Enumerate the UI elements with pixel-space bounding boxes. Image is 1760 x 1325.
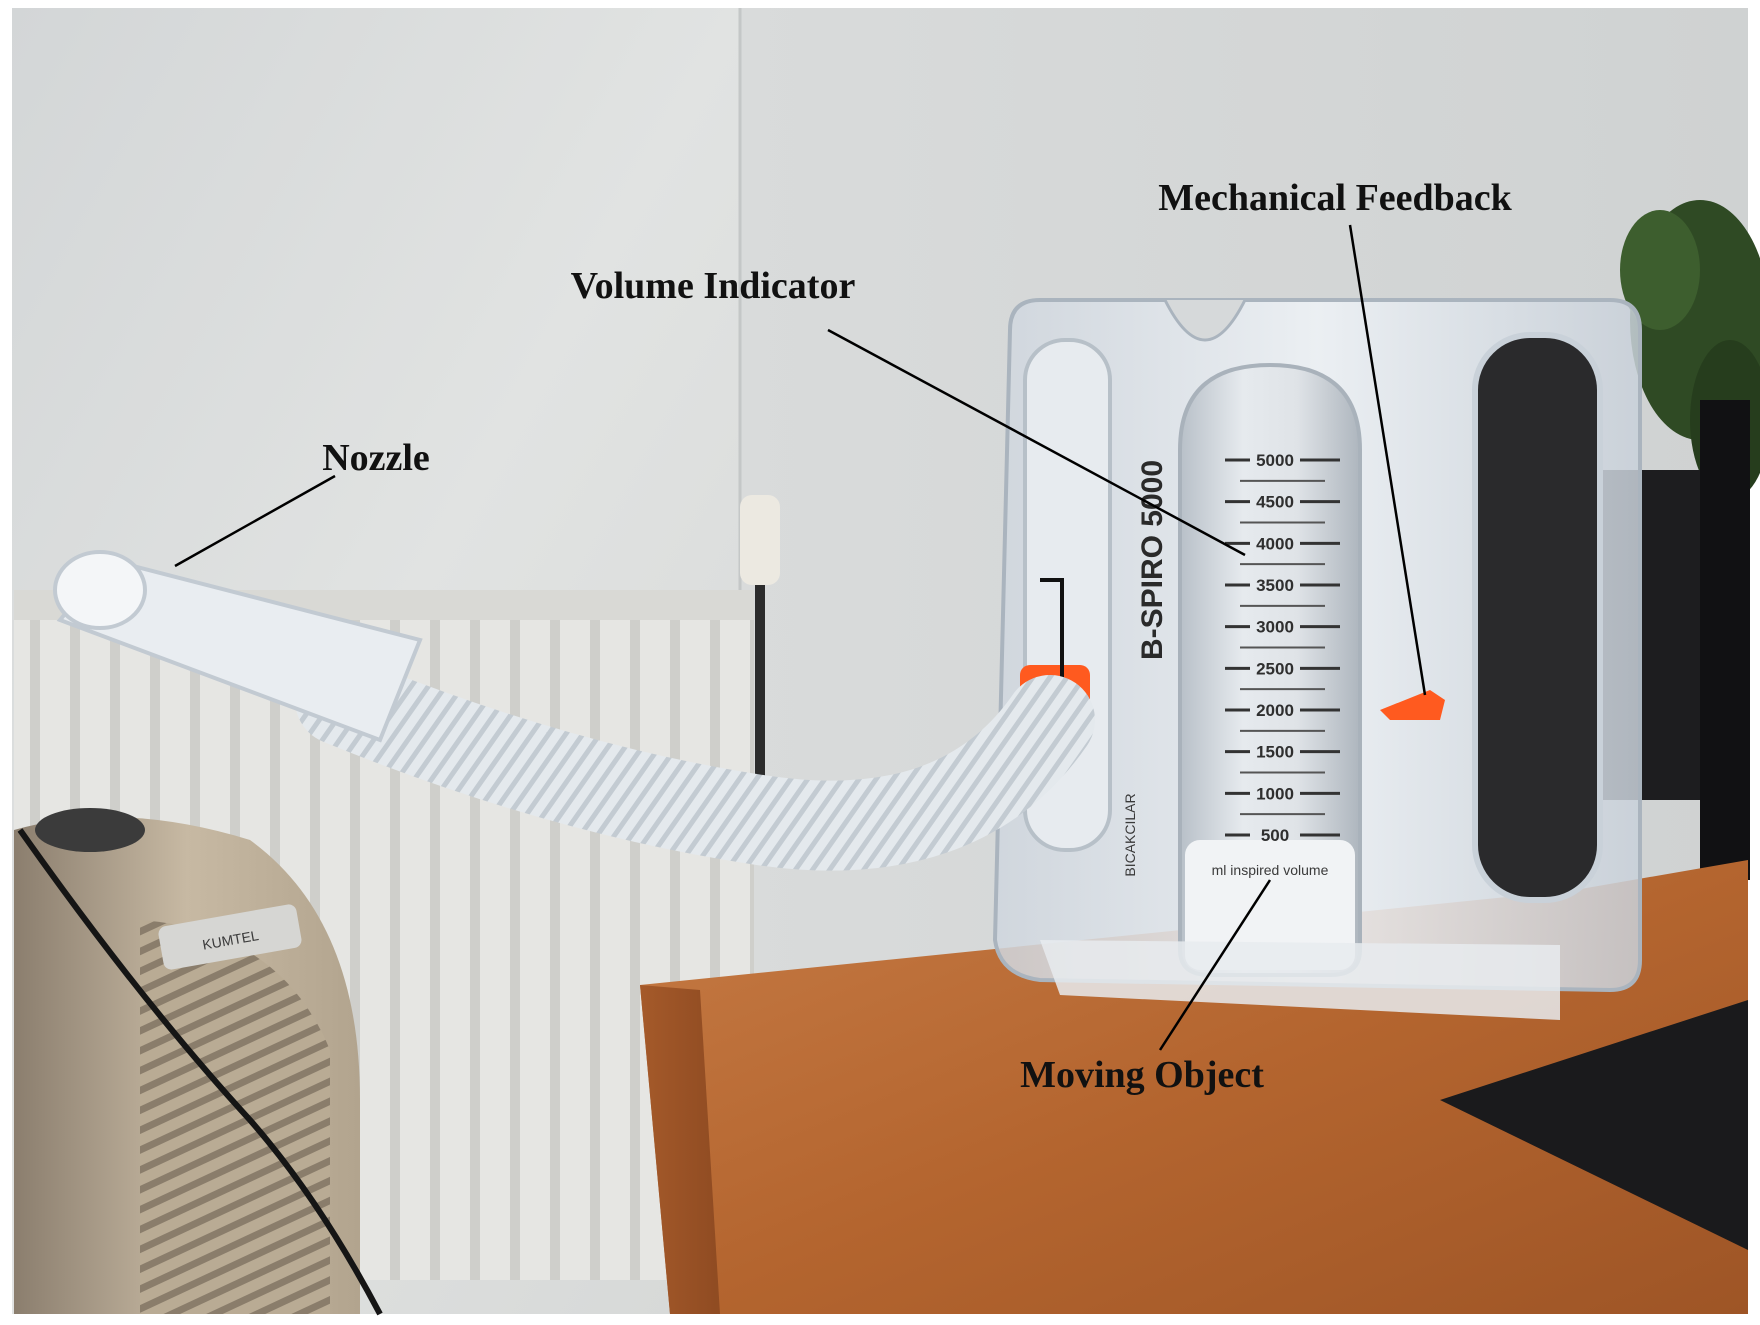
- space-heater: KUMTEL: [14, 808, 383, 1316]
- nozzle-label: Nozzle: [322, 437, 430, 479]
- moving-object-label: Moving Object: [1020, 1054, 1264, 1096]
- breathing-hose: [53, 550, 1095, 871]
- mechanical-feedback-label: Mechanical Feedback: [1158, 177, 1512, 219]
- scale-tick-label: 4000: [1256, 534, 1294, 553]
- scale-tick-label: 1500: [1256, 743, 1294, 762]
- maker-mark: BICAKCILAR: [1122, 793, 1138, 876]
- scale-tick-label: 5000: [1256, 451, 1294, 470]
- scale-tick-label: 2000: [1256, 701, 1294, 720]
- scale-tick-label: 4500: [1256, 493, 1294, 512]
- nozzle-callout-line: [174, 474, 336, 568]
- volume-indicator-callout-line: [827, 328, 1246, 557]
- device-handle: [1472, 332, 1603, 903]
- scale-tick-label: 3000: [1256, 618, 1294, 637]
- feedback-marker: [1380, 690, 1445, 720]
- scale-tick-label: 2500: [1256, 659, 1294, 678]
- scale-tick-label: 500: [1261, 826, 1289, 845]
- volume-indicator-label: Volume Indicator: [571, 265, 856, 307]
- radiator-pipe: [755, 585, 765, 855]
- scale-ticks: 5000 4500 4000 3500 3000 2500 2000 1500 1000 500: [1225, 451, 1340, 845]
- scale-tick-label: 1000: [1256, 784, 1294, 803]
- desk-mat: [1440, 1000, 1748, 1250]
- moving-object-callout-line: [1158, 879, 1272, 1051]
- speaker: [1700, 400, 1750, 880]
- radiator-valve: [740, 495, 780, 585]
- scale-caption: ml inspired volume: [1212, 862, 1329, 878]
- spirometer: B-SPIRO 5000 BICAKCILAR ml inspired volu…: [992, 298, 1642, 1020]
- mechanical-feedback-callout-line: [1348, 224, 1427, 696]
- brand-label: B-SPIRO 5000: [1136, 460, 1169, 660]
- scale-tick-label: 3500: [1256, 576, 1294, 595]
- moving-piston: [1185, 840, 1355, 970]
